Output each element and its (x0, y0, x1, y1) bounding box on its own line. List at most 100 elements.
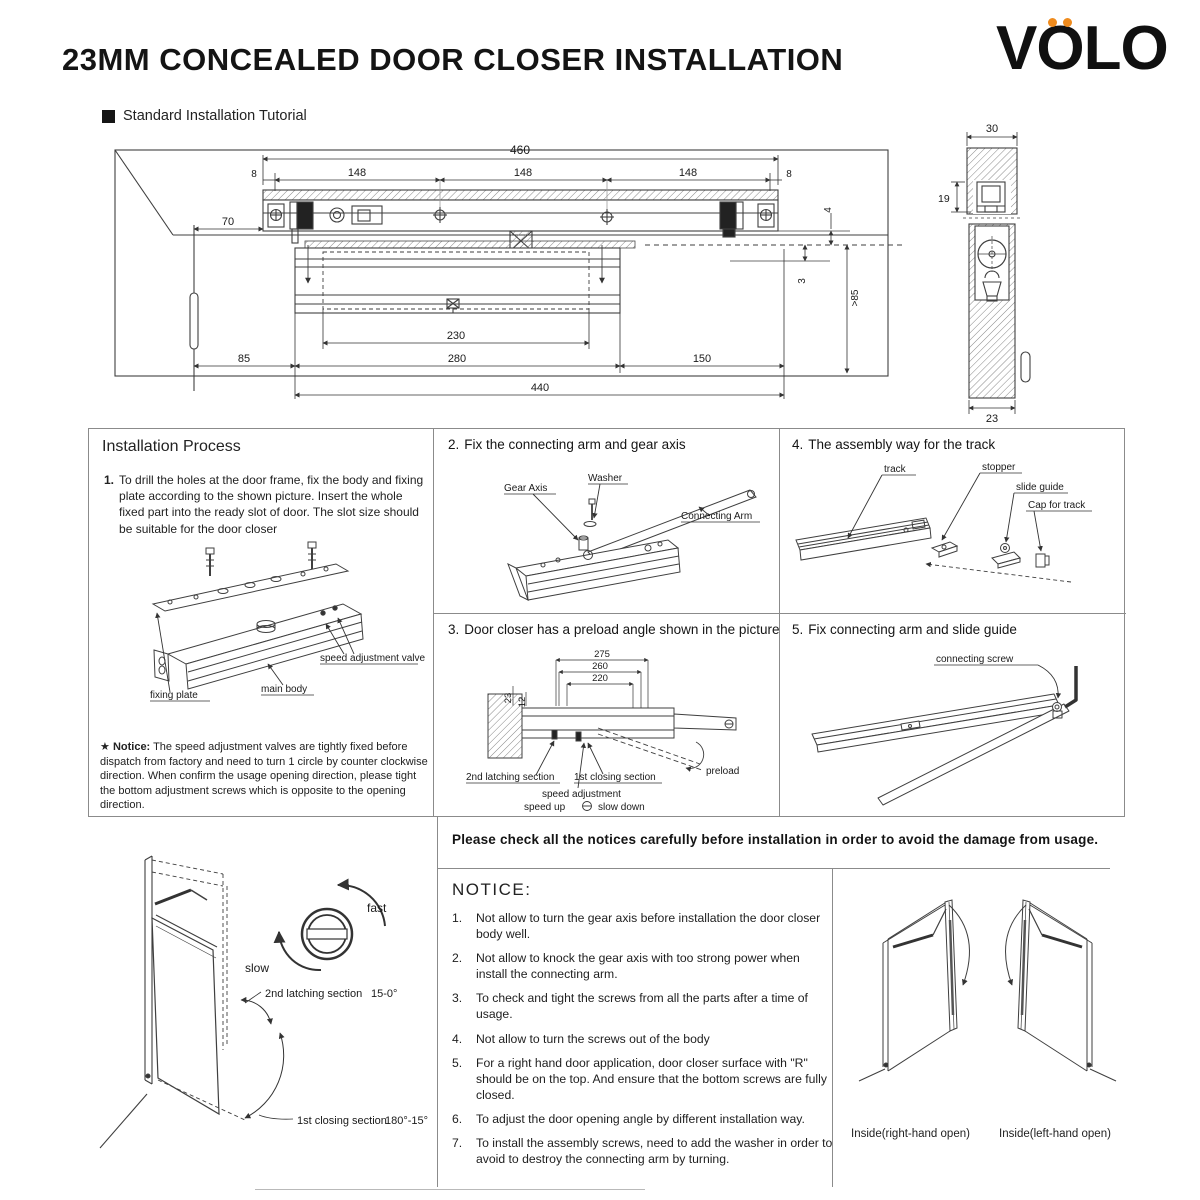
label-slow: slow (245, 961, 269, 975)
grid-divider-v1 (433, 429, 434, 816)
section-3-title: 3. Door closer has a preload angle shown… (448, 622, 779, 637)
dim-148-c: 148 (679, 167, 697, 179)
item-text: For a right hand door application, door … (476, 1055, 827, 1102)
dim-70: 70 (222, 216, 234, 228)
item-number: 1. (452, 911, 463, 925)
dim-23: 23 (986, 413, 998, 425)
dim-19: 19 (938, 193, 950, 205)
volo-logo: VOLO (996, 16, 1186, 86)
square-bullet-icon (102, 109, 115, 123)
section-2-text: Fix the connecting arm and gear axis (464, 437, 686, 452)
label-speed-adjustment: speed adjustment (542, 789, 621, 800)
label-preload: preload (706, 766, 739, 777)
section-5-text: Fix connecting arm and slide guide (808, 622, 1017, 637)
label-1st-closing-section: 1st closing section (574, 772, 656, 783)
list-item: 5. For a right hand door application, doo… (452, 1055, 834, 1103)
item-text: To check and tight the screws from all t… (476, 991, 808, 1022)
list-item: 2. Not allow to knock the gear axis with … (452, 950, 834, 982)
installation-process-heading: Installation Process (102, 438, 241, 455)
label-washer: Washer (588, 473, 623, 484)
banner-underline (437, 868, 1110, 869)
dim-230: 230 (447, 330, 465, 342)
label-cap-for-track: Cap for track (1028, 500, 1086, 511)
step-text: To drill the holes at the door frame, fi… (119, 473, 424, 536)
label-1st-closing: 1st closing section (297, 1115, 387, 1127)
label-close-angle: 180°-15° (385, 1115, 428, 1127)
label-gear-axis: Gear Axis (504, 483, 547, 494)
item-text: Not allow to turn the gear axis before i… (476, 911, 821, 942)
section-5-number: 5. (792, 622, 804, 637)
label-slide-guide: slide guide (1016, 482, 1064, 493)
dim-12-offset: 12 (517, 697, 528, 708)
item-number: 4. (452, 1031, 463, 1046)
dim-148-b: 148 (514, 167, 532, 179)
label-latch-angle: 15-0° (371, 988, 397, 1000)
caption-right-hand: Inside(right-hand open) (851, 1128, 970, 1140)
label-main-body: main body (261, 684, 307, 695)
installation-step-1: 1. To drill the holes at the door frame,… (104, 472, 426, 537)
track-assembly-diagram: track stopper slide guide Cap for track (795, 462, 1092, 583)
dim-440: 440 (531, 382, 549, 394)
item-number: 5. (452, 1055, 463, 1070)
door-closer-body-diagram: speed adjustment valve main body fixing … (150, 541, 426, 702)
bottom-divider-v2 (832, 868, 833, 1187)
door-swing-diagram: fast slow 2nd latching section 15-0° 1st… (99, 855, 428, 1149)
dim-8-left: 8 (251, 169, 257, 180)
list-item: 3. To check and tight the screws from all… (452, 990, 834, 1022)
logo-letter-l: L (1083, 14, 1122, 83)
label-connecting-screw: connecting screw (936, 654, 1014, 665)
item-number: 7. (452, 1136, 463, 1151)
dim-30: 30 (986, 123, 998, 135)
warning-banner: Please check all the notices carefully b… (452, 832, 1099, 847)
preload-angle-diagram: 275 260 220 23 12 2nd latching section 1… (466, 649, 739, 813)
speed-valve-notice: ★ Notice: The speed adjustment valves ar… (100, 740, 428, 813)
item-text: Not allow to knock the gear axis with to… (476, 951, 800, 982)
label-fixing-plate: fixing plate (150, 690, 198, 701)
label-stopper: stopper (982, 462, 1016, 473)
star-icon: ★ (100, 741, 110, 753)
dim-150: 150 (693, 353, 711, 365)
door-hand-diagram (858, 899, 1117, 1082)
item-number: 6. (452, 1111, 463, 1126)
notice-label: Notice: (112, 741, 151, 753)
section-4-number: 4. (792, 437, 804, 452)
page-title: 23MM CONCEALED DOOR CLOSER INSTALLATION (62, 42, 844, 77)
label-2nd-latching-section: 2nd latching section (466, 772, 554, 783)
notice-list: 1. Not allow to turn the gear axis before… (452, 910, 834, 1175)
dim-3: 3 (797, 278, 808, 284)
dim-8-right: 8 (786, 169, 792, 180)
tutorial-text: Standard Installation Tutorial (123, 108, 307, 124)
umlaut-dot-right-icon (1063, 18, 1072, 27)
item-number: 2. (452, 951, 463, 966)
section-3-number: 3. (448, 622, 460, 637)
umlaut-dot-left-icon (1048, 18, 1057, 27)
dim-220: 220 (592, 673, 608, 684)
label-slow-down: slow down (598, 802, 645, 813)
list-item: 7.To install the assembly screws, need t… (452, 1135, 834, 1167)
item-text: Not allow to turn the screws out of the … (476, 1031, 710, 1046)
main-installation-diagram: 460 8 148 148 148 8 70 4 3 >85 230 85 28… (114, 143, 905, 399)
bottom-divider-v1 (437, 817, 438, 1187)
item-number: 3. (452, 991, 463, 1006)
dim-260: 260 (592, 661, 608, 672)
dim-4: 4 (823, 207, 834, 213)
list-item: 4. Not allow to turn the screws out of th… (452, 1031, 834, 1047)
dim-148-a: 148 (348, 167, 366, 179)
label-connecting-arm: Connecting Arm (681, 511, 752, 522)
tutorial-label: Standard Installation Tutorial (102, 108, 307, 124)
grid-divider-h (433, 613, 1126, 614)
notice-text: The speed adjustment valves are tightly … (100, 741, 428, 812)
section-2-number: 2. (448, 437, 460, 452)
label-fast: fast (367, 901, 387, 915)
dim-23-offset: 23 (503, 693, 514, 704)
dim-gt85: >85 (850, 289, 861, 306)
section-3-text: Door closer has a preload angle shown in… (464, 622, 780, 637)
label-2nd-latching: 2nd latching section (265, 988, 362, 1000)
logo-letter-o1: O (1036, 14, 1084, 83)
connecting-arm-gear-axis-diagram: Gear Axis Washer Connecting Arm (504, 473, 760, 602)
section-5-title: 5. Fix connecting arm and slide guide (792, 622, 1017, 637)
logo-letter-v: V (996, 14, 1037, 83)
dim-275: 275 (594, 649, 610, 660)
step-number: 1. (104, 473, 115, 487)
caption-left-hand: Inside(left-hand open) (999, 1128, 1111, 1140)
